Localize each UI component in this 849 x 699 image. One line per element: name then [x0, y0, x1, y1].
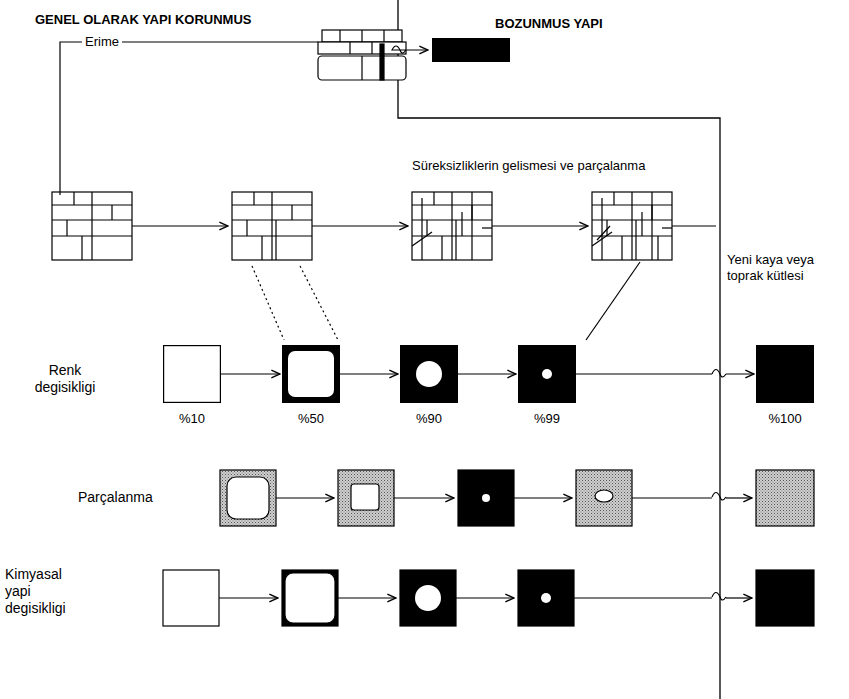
flow-arrow: [458, 373, 516, 374]
row-label: Kimyasal yapi degisikligi: [5, 566, 87, 616]
percent-label: %100: [768, 411, 801, 426]
square-shape: [163, 345, 221, 403]
result-label: Yeni kaya veya toprak kütlesi: [727, 252, 819, 283]
square-shape: [756, 345, 814, 403]
region-heading: BOZUNMUS YAPI: [495, 16, 603, 32]
percent-label: %50: [298, 411, 324, 426]
weathering-square: %90: [400, 345, 458, 403]
percent-label: %99: [534, 411, 560, 426]
square-shape: [282, 345, 340, 403]
square-shape: [400, 345, 458, 403]
process-label: Erime: [82, 34, 122, 50]
region-heading: GENEL OLARAK YAPI KORUNMUS: [35, 12, 251, 28]
weathering-square: %10: [163, 345, 221, 403]
flow-arrow: [576, 373, 754, 374]
process-label: Süreksizliklerin gelismesi ve parçalanma: [412, 158, 645, 174]
percent-label: %10: [179, 411, 205, 426]
weathering-square: %100: [756, 345, 814, 403]
flow-arrow: [221, 373, 280, 374]
flow-arrow: [340, 373, 398, 374]
weathering-square: %99: [518, 345, 576, 403]
weathering-square: %50: [282, 345, 340, 403]
row-label: Parçalanma: [78, 489, 153, 506]
square-shape: [518, 345, 576, 403]
row-label: Renk degisikligi: [22, 362, 108, 396]
percent-label: %90: [416, 411, 442, 426]
